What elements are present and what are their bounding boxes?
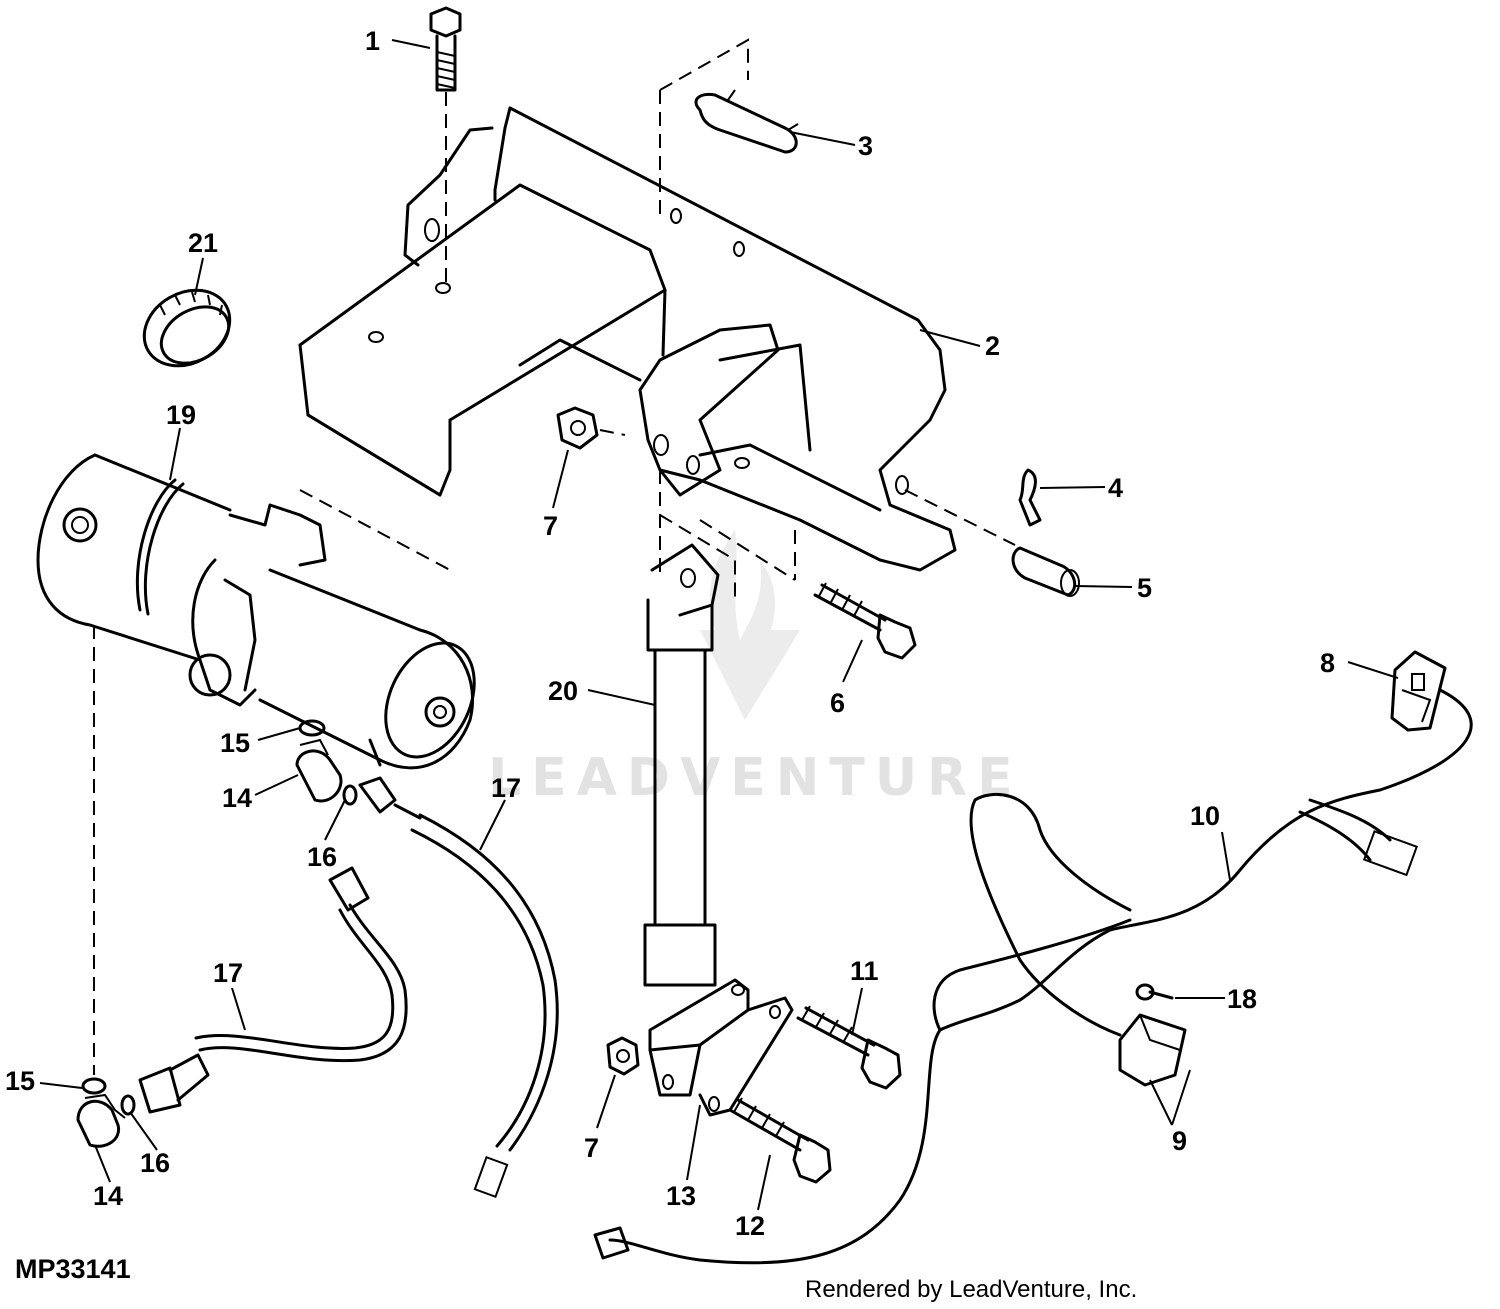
part-21-clamp <box>142 288 232 368</box>
credit-text: Rendered by LeadVenture, Inc. <box>805 1276 1137 1303</box>
callout-15-upper: 15 <box>220 728 250 758</box>
callout-1: 1 <box>365 26 380 56</box>
part-12-bolt <box>728 1097 832 1184</box>
cover-3-dashed-path <box>659 38 749 220</box>
part-8-switch <box>1390 650 1447 732</box>
watermark: LEADVENTURE <box>488 530 1023 808</box>
callout-7-upper: 7 <box>543 511 558 541</box>
callout-2: 2 <box>985 331 1000 361</box>
callout-12: 12 <box>735 1211 765 1241</box>
callout-16-upper: 16 <box>307 842 337 872</box>
part-17-hose-lower <box>138 866 408 1114</box>
callout-8: 8 <box>1320 648 1335 678</box>
part-7-nut-lower <box>606 1036 640 1076</box>
callout-labels: 1 2 3 4 5 6 7 7 8 9 10 11 12 13 14 14 15… <box>5 26 1335 1241</box>
callout-5: 5 <box>1137 573 1152 603</box>
callout-20: 20 <box>548 676 578 706</box>
part-7-nut-upper <box>556 406 599 450</box>
callout-19: 19 <box>166 400 196 430</box>
part-18-screw <box>1135 983 1174 1001</box>
part-15-oring-lower <box>81 1077 107 1095</box>
part-6-bolt <box>813 582 917 660</box>
callout-16-lower: 16 <box>140 1148 170 1178</box>
pump-19-dashed-path <box>299 489 451 571</box>
leader-lines <box>39 39 1399 1211</box>
callout-6: 6 <box>830 688 845 718</box>
callout-21: 21 <box>188 228 218 258</box>
callout-11: 11 <box>850 956 879 986</box>
part-20-cylinder <box>643 543 720 987</box>
part-14-elbow-upper <box>295 738 343 803</box>
callout-14-lower: 14 <box>93 1181 123 1211</box>
part-14-elbow-lower <box>76 1093 126 1148</box>
callout-9: 9 <box>1172 1126 1187 1156</box>
callout-15-lower: 15 <box>5 1066 35 1096</box>
nut-7-dashed-path <box>599 429 626 436</box>
part-3-cover <box>694 89 799 154</box>
part-19-pump-motor <box>36 453 476 770</box>
callout-4: 4 <box>1108 473 1123 503</box>
part-16-oring-lower <box>120 1094 136 1116</box>
callout-10: 10 <box>1190 801 1220 831</box>
callout-14-upper: 14 <box>222 783 252 813</box>
callout-17-lower: 17 <box>213 958 243 988</box>
callout-3: 3 <box>858 131 873 161</box>
part-13-clevis <box>648 978 794 1117</box>
part-10-harness <box>593 688 1473 1265</box>
callout-18: 18 <box>1227 984 1257 1014</box>
part-17-hose-upper <box>358 776 559 1199</box>
figure-id: MP33141 <box>15 1254 131 1284</box>
cylinder-20-dashed-path-2 <box>659 514 736 600</box>
part-16-oring-upper <box>342 784 358 806</box>
callout-7-lower: 7 <box>584 1133 599 1163</box>
watermark-text: LEADVENTURE <box>488 748 1023 808</box>
part-2-bracket <box>298 106 957 572</box>
part-4-clip <box>1018 468 1042 527</box>
part-1-bolt <box>429 6 462 92</box>
part-9-relay <box>1118 1013 1187 1087</box>
callout-17-upper: 17 <box>491 773 521 803</box>
callout-13: 13 <box>666 1181 696 1211</box>
part-5-pin <box>1011 546 1080 597</box>
part-11-bolt <box>796 1005 902 1090</box>
bolt-6-dashed-path <box>699 519 796 581</box>
